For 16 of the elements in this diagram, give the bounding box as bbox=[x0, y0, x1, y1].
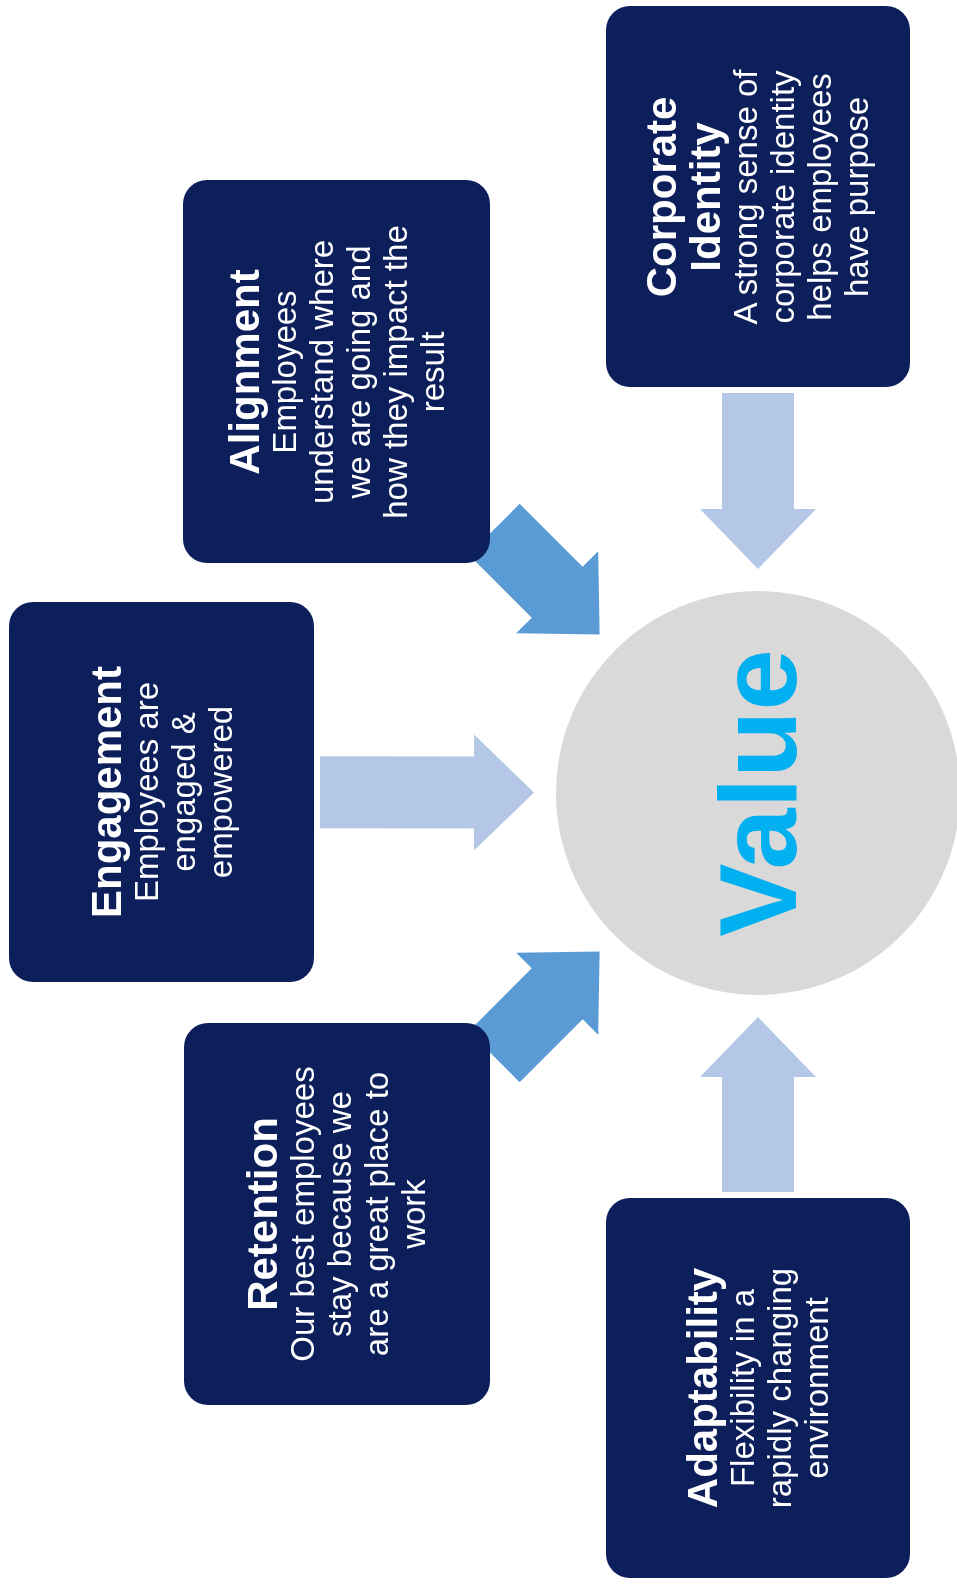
block-arrow bbox=[700, 393, 816, 569]
card bbox=[606, 6, 910, 387]
block-arrow bbox=[700, 1017, 816, 1192]
card-description: Our best employees stay because we are a great place to work bbox=[285, 1065, 433, 1364]
card-heading: Retention bbox=[241, 1116, 286, 1313]
card bbox=[606, 1198, 910, 1578]
center-label: Value bbox=[703, 648, 813, 939]
card-heading: Engagement bbox=[84, 665, 129, 921]
block-arrow bbox=[319, 734, 534, 851]
card bbox=[9, 602, 314, 982]
card-description: A strong sense of corporate identity helps employees have purpose bbox=[728, 68, 876, 327]
card-heading: Adaptability bbox=[680, 1266, 725, 1511]
card-heading: Corporate Identity bbox=[640, 95, 729, 299]
card bbox=[184, 1023, 490, 1405]
card-heading: Alignment bbox=[222, 267, 267, 477]
card bbox=[183, 180, 490, 563]
